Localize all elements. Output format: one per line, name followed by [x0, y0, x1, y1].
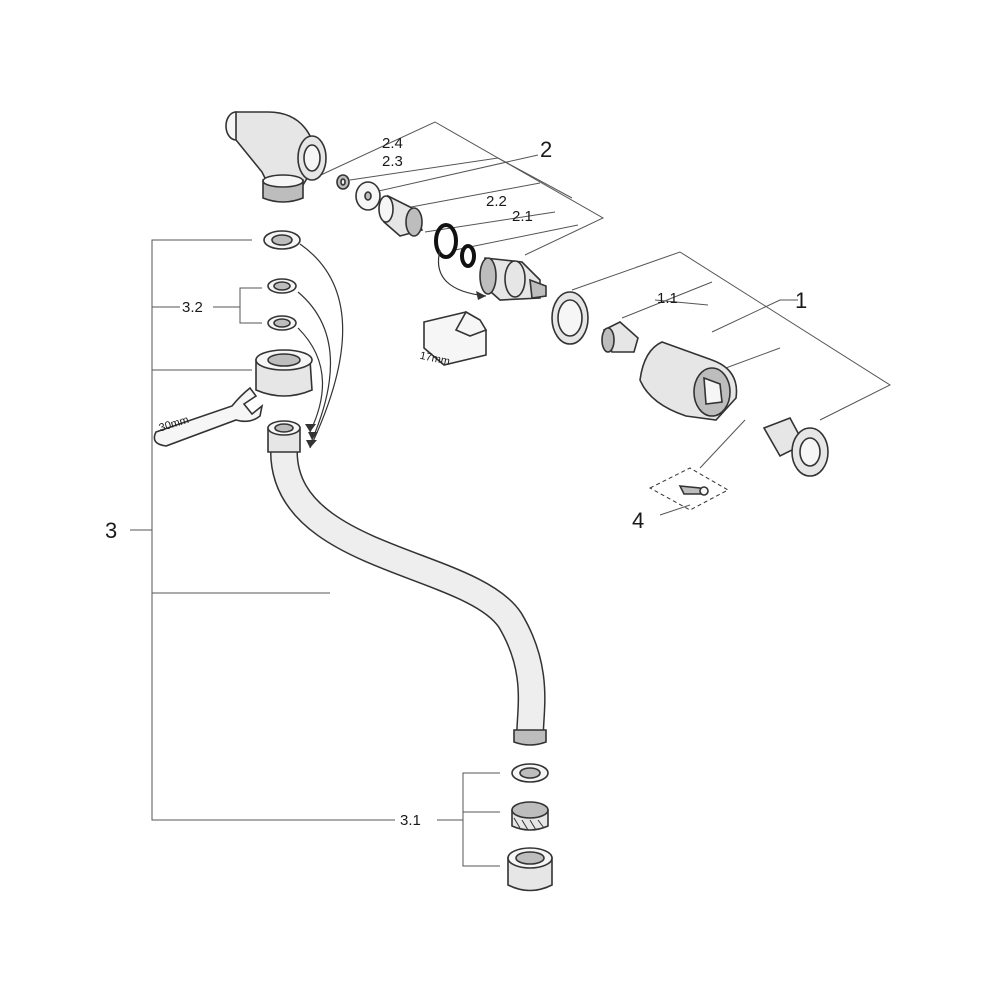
label-part-3: 3 [105, 518, 117, 543]
label-part-3-2: 3.2 [182, 299, 203, 316]
index-cap [762, 417, 829, 477]
o-ring-3-2-lower [267, 315, 297, 331]
union-nut [255, 349, 313, 397]
o-rings-2-1 [434, 223, 476, 268]
label-part-3-1: 3.1 [400, 812, 421, 829]
aerator-housing [507, 847, 553, 892]
wrench-30mm: 30mm [153, 386, 264, 447]
leader-lines [130, 121, 892, 867]
angle-valve-body [225, 111, 327, 203]
label-part-4: 4 [632, 508, 644, 533]
label-part-1-1: 1.1 [657, 290, 678, 307]
valve-cartridge [479, 257, 547, 301]
o-ring-3-2-upper [267, 278, 297, 294]
callout-labels: 2 2.4 2.3 2.2 2.1 1 1.1 3 3.2 3.1 4 [105, 135, 807, 829]
handle-screw-4 [648, 467, 730, 511]
assembly-arrow-cartridge [438, 249, 487, 297]
cover-ring [551, 291, 589, 345]
label-part-1: 1 [795, 288, 807, 313]
assembly-arrow-head [476, 291, 486, 300]
spindle-sleeve-2-2 [378, 194, 424, 237]
label-part-2: 2 [540, 137, 552, 162]
aerator-washer [511, 763, 549, 783]
label-part-2-4: 2.4 [382, 135, 403, 152]
aerator-insert [511, 801, 549, 831]
washer-top-spout [263, 230, 301, 250]
label-part-2-3: 2.3 [382, 153, 403, 170]
washer-2-3 [355, 181, 381, 211]
label-part-2-2: 2.2 [486, 193, 507, 210]
handle-knob [639, 341, 738, 421]
spout-tube [267, 420, 547, 746]
socket-17mm: 17mm [419, 310, 488, 368]
label-part-2-1: 2.1 [512, 208, 533, 225]
spline-adapter-1-1 [601, 321, 639, 353]
small-washer-2-4 [336, 174, 350, 190]
assembly-arrows-spout [297, 243, 344, 449]
